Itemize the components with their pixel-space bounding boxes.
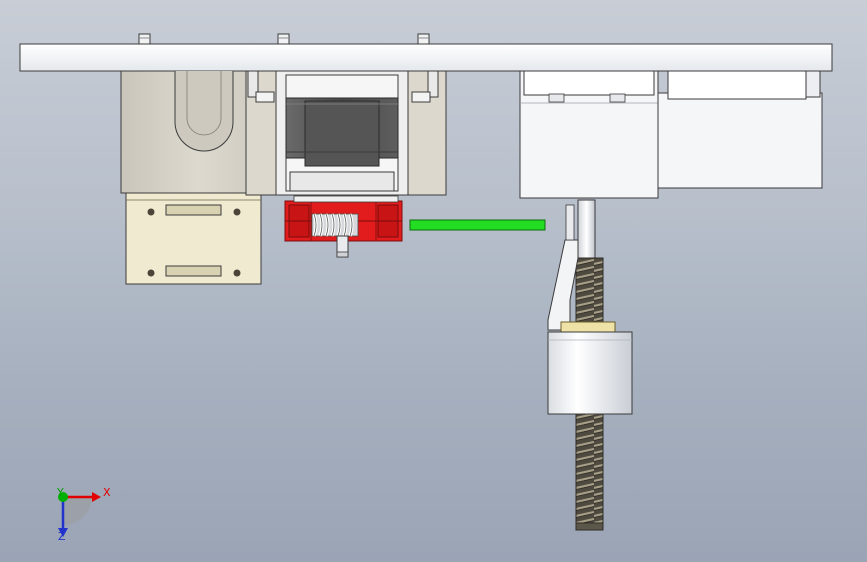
y-axis-dot (58, 492, 68, 502)
triad-y-label: Y (57, 486, 64, 499)
triad-z-label: Z (58, 530, 66, 543)
center-motor-frame[interactable] (245, 70, 447, 196)
top-mounting-plate[interactable] (19, 43, 833, 72)
plate-bolt-3[interactable] (417, 33, 430, 45)
triad-x-label: X (103, 486, 111, 499)
right-gearbox[interactable] (657, 70, 823, 189)
left-mount-bracket[interactable] (125, 192, 262, 285)
green-sensor-bar[interactable] (409, 219, 546, 231)
right-motor-housing[interactable] (519, 70, 659, 199)
screw-guide-bracket[interactable] (547, 204, 579, 331)
z-axis-arrowhead (58, 528, 68, 537)
left-clamp-screw[interactable] (247, 70, 275, 103)
plate-bolt-2[interactable] (277, 33, 290, 45)
right-clamp-screw[interactable] (411, 70, 439, 103)
coordinate-triad (58, 492, 101, 537)
lead-screw-nut[interactable] (547, 321, 633, 415)
plate-bolt-1[interactable] (138, 33, 151, 45)
x-axis-arrowhead (92, 492, 101, 502)
compression-spring[interactable] (311, 213, 359, 237)
clamp-pin[interactable] (336, 235, 349, 258)
